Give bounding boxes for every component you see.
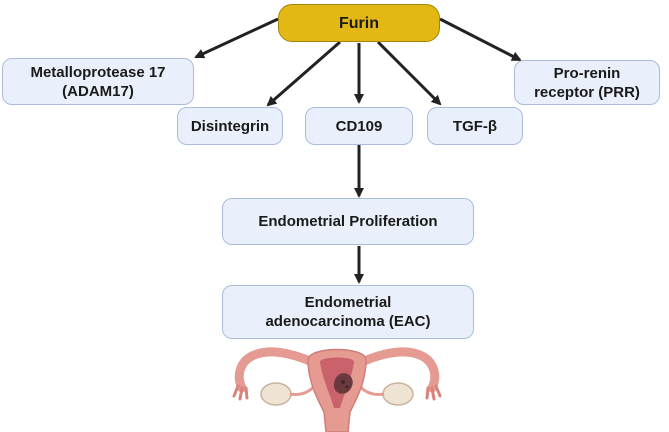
node-prr-line2: receptor (PRR)	[534, 83, 640, 101]
node-disintegrin: Disintegrin	[177, 107, 283, 145]
node-cd109-label: CD109	[335, 117, 383, 135]
right-ovary	[382, 382, 414, 406]
arrow-furin-to-disintegrin	[266, 40, 341, 107]
node-eac: Endometrial adenocarcinoma (EAC)	[222, 285, 474, 339]
node-eac-line2: adenocarcinoma (EAC)	[265, 313, 431, 330]
node-prr-line1: Pro-renin	[553, 64, 621, 82]
tumor-spot	[341, 380, 345, 384]
node-adam17-line1: Metalloprotease 17	[30, 63, 166, 81]
node-disintegrin-label: Disintegrin	[190, 117, 270, 135]
node-adam17-line2: (ADAM17)	[62, 82, 134, 100]
node-furin-label: Furin	[339, 14, 379, 32]
arrow-furin-to-adam17	[194, 17, 279, 59]
left-fimbriae	[232, 384, 249, 401]
node-endometrial-proliferation-label: Endometrial Proliferation	[258, 213, 438, 230]
right-fallopian-tube	[345, 347, 440, 393]
node-endometrial-proliferation: Endometrial Proliferation	[222, 198, 474, 245]
right-fimbriae	[425, 384, 442, 401]
uterus-illustration	[232, 347, 442, 432]
tumor-spot	[345, 385, 349, 389]
node-eac-line1: Endometrial	[304, 294, 392, 311]
node-adam17: Metalloprotease 17 (ADAM17)	[2, 58, 194, 105]
node-prr: Pro-renin receptor (PRR)	[514, 60, 660, 105]
node-tgf-beta-label: TGF-β	[452, 117, 498, 135]
left-fallopian-tube	[234, 347, 329, 393]
arrow-furin-to-tgf	[376, 40, 442, 106]
node-cd109: CD109	[305, 107, 413, 145]
left-ovary	[260, 382, 292, 406]
node-tgf-beta: TGF-β	[427, 107, 523, 145]
arrow-furin-to-prr	[439, 17, 522, 62]
node-furin: Furin	[278, 4, 440, 42]
